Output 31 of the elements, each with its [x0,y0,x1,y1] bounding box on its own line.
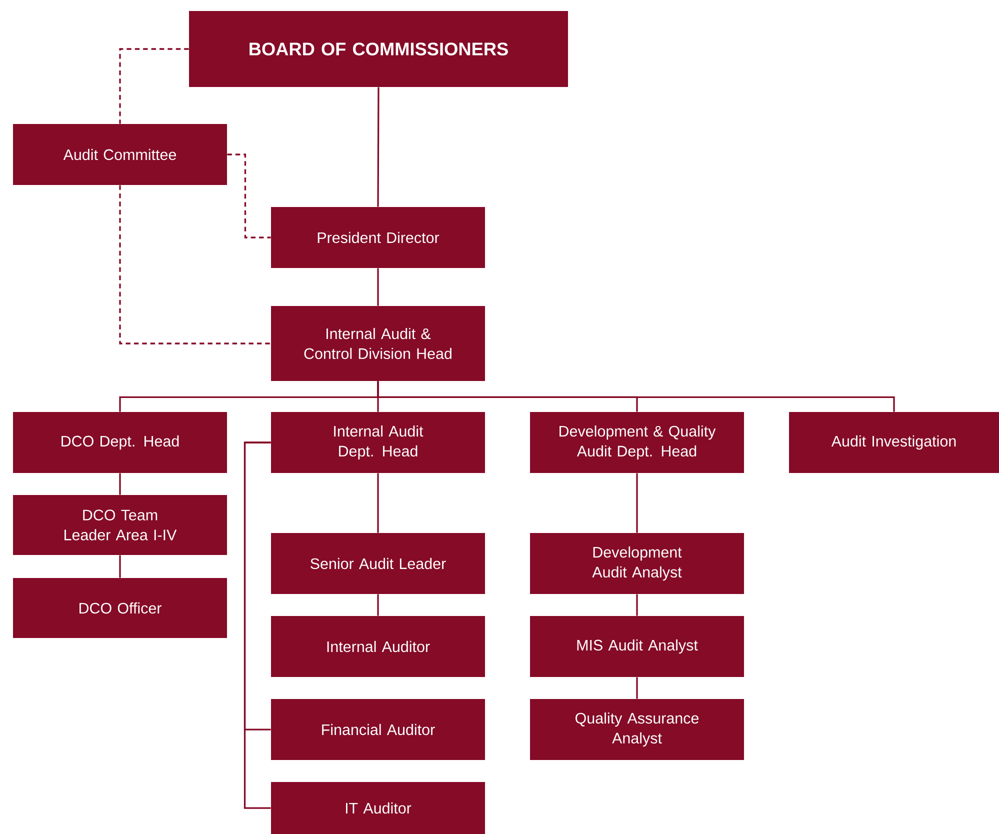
org-box: Financial Auditor [271,699,485,760]
connector-line [636,473,638,533]
org-box: DCO Team Leader Area I-IV [13,495,227,555]
org-box: BOARD OF COMMISSIONERS [189,11,568,87]
connector-line [377,268,379,306]
connector-line [377,473,379,533]
connector-line [119,185,271,344]
connector-line [119,555,121,578]
org-box: DCO Officer [13,578,227,638]
org-box: President Director [271,207,485,268]
connector-line [244,442,271,809]
org-box: Senior Audit Leader [271,533,485,594]
org-box: Internal Auditor [271,616,485,677]
org-box: Audit Investigation [789,412,999,473]
org-box: Quality Assurance Analyst [530,699,744,760]
org-box: Internal Audit & Control Division Head [271,306,485,381]
connector-line [377,381,895,412]
org-box: MIS Audit Analyst [530,616,744,677]
org-box: IT Auditor [271,782,485,834]
org-box: Development & Quality Audit Dept. Head [530,412,744,473]
connector-line [119,473,121,495]
connector-line [119,48,189,124]
org-box: DCO Dept. Head [13,412,227,473]
org-box: Audit Committee [13,124,227,185]
connector-line [377,87,380,207]
org-box: Internal Audit Dept. Head [271,412,485,473]
connector-line [377,594,379,616]
connector-line [636,677,638,699]
connector-line [227,154,271,238]
org-box: Development Audit Analyst [530,533,744,594]
connector-line [636,594,638,616]
